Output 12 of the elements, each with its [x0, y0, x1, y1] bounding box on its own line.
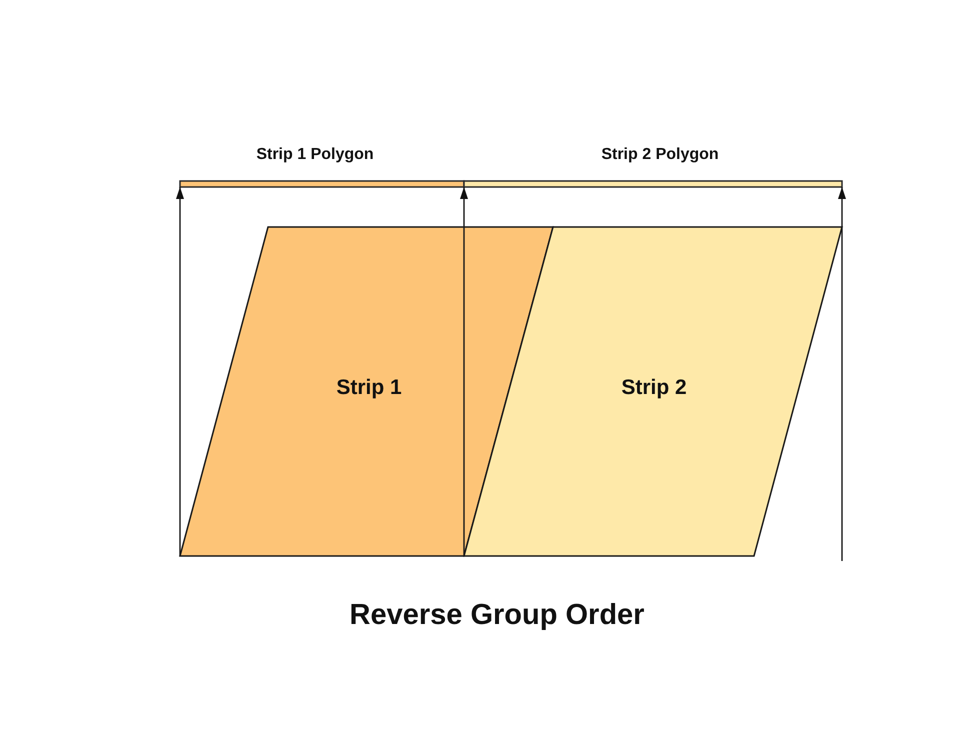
arrow	[176, 187, 184, 556]
parallelogram-strip	[464, 227, 842, 556]
strip-label: Strip 1	[336, 375, 402, 401]
diagram-caption: Reverse Group Order	[350, 598, 644, 632]
polygon-bar	[180, 144, 464, 187]
bar-heading: Strip 1 Polygon	[256, 145, 374, 165]
arrow	[838, 187, 846, 561]
bar-heading: Strip 2 Polygon	[601, 145, 719, 165]
arrow	[460, 187, 468, 556]
parallelogram-strip	[180, 227, 553, 556]
strip-label: Strip 2	[621, 375, 687, 401]
polygon-bar	[464, 144, 842, 187]
